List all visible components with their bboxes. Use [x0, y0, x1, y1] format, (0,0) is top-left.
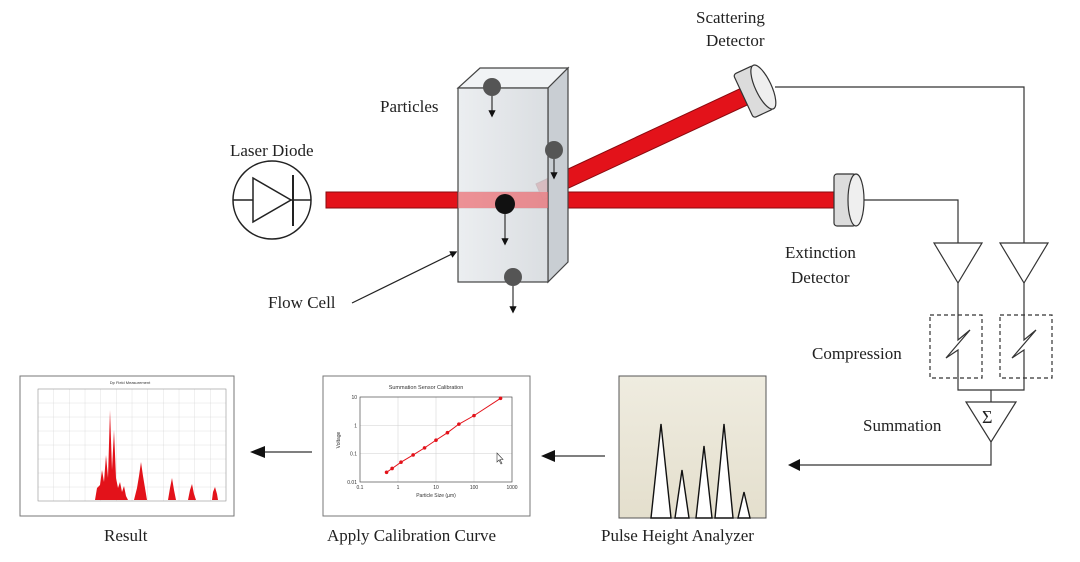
calibration-ylabel: Voltage	[336, 431, 342, 448]
calibration-point	[384, 470, 389, 475]
calibration-y-tick: 10	[351, 395, 357, 401]
calibration-xlabel: Particle Size (µm)	[416, 493, 456, 499]
calibration-x-tick: 10	[433, 485, 439, 491]
calibration-y-tick: 1	[354, 423, 357, 429]
calibration-point	[411, 453, 415, 457]
calibration-y-tick: 0.01	[347, 480, 357, 486]
result-plot-frame	[37, 388, 227, 502]
sigma-symbol: Σ	[982, 407, 992, 427]
pulse-height-analyzer	[618, 375, 767, 519]
scattering-amplifier-icon	[998, 242, 1050, 285]
result-peaks	[95, 410, 218, 500]
extinction-detector-label-line1: Extinction	[785, 243, 856, 262]
particle-icon	[545, 141, 563, 159]
calibration-point	[457, 422, 461, 426]
flow-cell	[456, 66, 570, 314]
pha-panel	[618, 375, 767, 519]
arrow-to-pha	[788, 459, 800, 471]
flow-cell-label: Flow Cell	[268, 293, 336, 312]
calibration-point	[399, 460, 403, 464]
flow-cell-pointer	[351, 251, 458, 304]
calibration-series	[384, 396, 503, 475]
calibration-x-tick: 0.1	[357, 485, 364, 491]
scattering-detector	[733, 64, 777, 118]
compression-label: Compression	[812, 344, 902, 363]
result-title: Dp Field Measurement	[110, 380, 151, 385]
calibration-y-tick: 0.1	[350, 452, 357, 458]
signal-wiring	[775, 86, 1025, 466]
calibration-point	[472, 413, 476, 418]
calibration-plot-frame	[359, 396, 513, 483]
extinction-detector	[833, 173, 865, 227]
main-laser-beam	[325, 191, 843, 209]
diode-symbol-icon	[252, 176, 293, 224]
calibration-x-tick: 1	[397, 485, 400, 491]
particle-icon	[495, 194, 515, 214]
calibration-title: Summation Sensor Calibration	[389, 385, 464, 391]
particle-icon	[483, 78, 501, 96]
extinction-detector-label-line2: Detector	[791, 268, 850, 287]
laser-diode-label: Laser Diode	[230, 141, 314, 160]
calibration-curve	[386, 397, 501, 473]
calibration-point	[498, 396, 503, 401]
laser-diode	[232, 160, 312, 240]
particles-label: Particles	[380, 97, 439, 116]
particle-icon	[504, 268, 522, 286]
calibration-y-ticks: 10 1 0.1 0.01	[347, 395, 357, 486]
mouse-cursor-icon	[496, 452, 504, 465]
result-thumbnail: Dp Field Measurement	[19, 375, 235, 517]
calibration-label: Apply Calibration Curve	[327, 526, 496, 545]
calibration-x-ticks: 0.1 1 10 100 1000	[357, 485, 518, 491]
scattering-detector-label-line1: Scattering	[696, 8, 765, 27]
calibration-point	[434, 438, 438, 442]
summation-label: Summation	[863, 416, 942, 435]
result-label: Result	[104, 526, 148, 545]
calibration-point	[390, 466, 394, 471]
summation-block: Σ	[964, 401, 1018, 444]
calibration-point	[422, 446, 427, 450]
scattering-detector-label-line2: Detector	[706, 31, 765, 50]
summation-amplifier-icon	[964, 401, 1018, 444]
compression-block	[929, 314, 1053, 379]
result-panel	[19, 375, 235, 517]
calibration-x-tick: 100	[470, 485, 479, 491]
calibration-point	[445, 430, 450, 435]
extinction-amplifier-icon	[932, 242, 984, 285]
scattered-laser-beam	[535, 83, 759, 201]
pha-peaks	[650, 423, 751, 519]
calibration-x-tick: 1000	[506, 485, 517, 491]
pha-label: Pulse Height Analyzer	[601, 526, 754, 545]
